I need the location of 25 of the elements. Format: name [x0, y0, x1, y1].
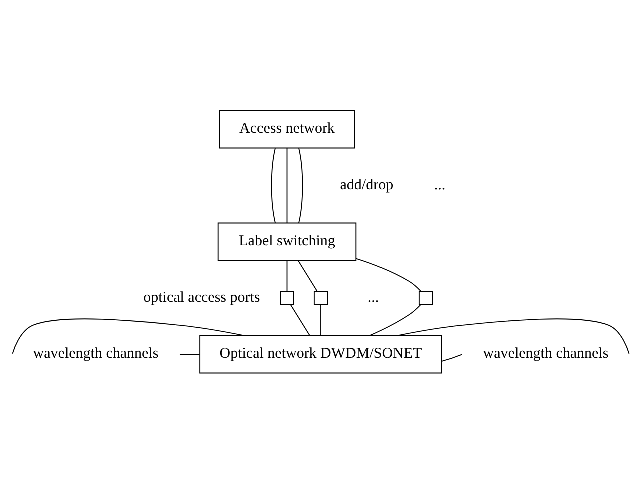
connector [398, 318, 630, 354]
connector [286, 148, 288, 224]
connector [290, 304, 310, 336]
connector [298, 260, 318, 292]
node-box [280, 291, 294, 306]
node-box [314, 291, 328, 306]
label: wavelength channels [483, 346, 609, 362]
connector [12, 318, 244, 354]
node-box: Label switching [218, 222, 357, 262]
label: add/drop [340, 177, 394, 194]
label: wavelength channels [33, 346, 159, 362]
connector [320, 304, 322, 336]
connector [180, 354, 200, 356]
node-box [418, 291, 434, 306]
connector [286, 260, 288, 292]
connector [370, 304, 422, 336]
label: optical access ports [144, 290, 260, 306]
connector [298, 148, 304, 224]
connector [271, 148, 276, 224]
label: ... [434, 177, 446, 194]
connector [356, 258, 422, 292]
connector [442, 354, 463, 362]
label: ... [368, 290, 380, 306]
node-box: Access network [219, 110, 356, 149]
node-box: Optical network DWDM/SONET [200, 335, 442, 374]
